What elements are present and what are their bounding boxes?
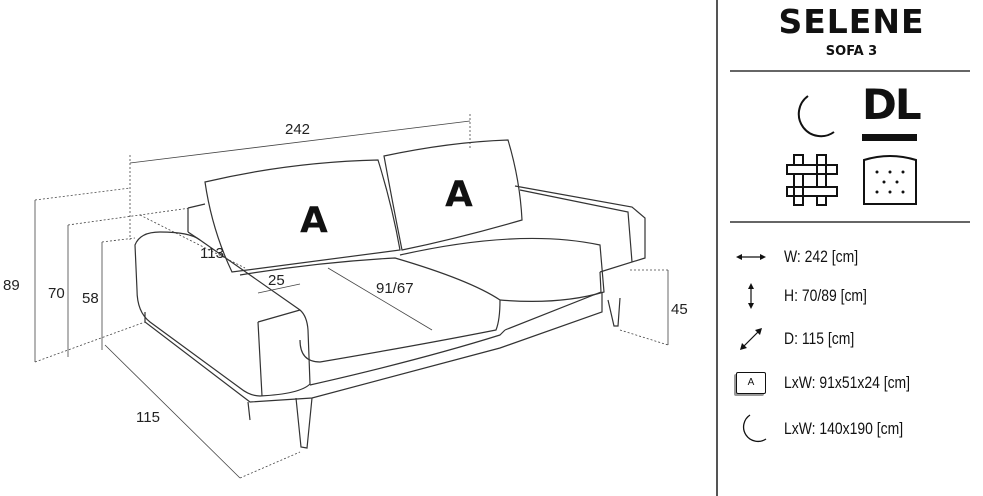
spec-depth: D: 115 [cm]: [718, 326, 983, 352]
spec-cushion: A LxW: 91x51x24 [cm]: [718, 370, 983, 396]
dim-seat-width: 91/67: [376, 280, 414, 297]
cushion-a-icon-label: A: [736, 372, 766, 394]
dim-arm-width: 25: [268, 272, 285, 289]
woven-frame-icon: [786, 154, 838, 206]
divider: [730, 221, 970, 223]
spec-depth-text: D: 115 [cm]: [784, 329, 855, 348]
leg-right: [607, 297, 621, 327]
spec-panel: SELENE SOFA 3 DL W: 242 [cm] H: 70/89 [c…: [716, 0, 983, 496]
moon-icon: [742, 414, 767, 443]
dim-height-seat: 58: [82, 290, 99, 307]
sleep-function-moon-icon: [797, 95, 835, 138]
cushion-label-right: A: [445, 174, 473, 215]
dim-width: 242: [285, 121, 310, 138]
dim-seat-depth: 113: [200, 245, 224, 262]
spec-bed-text: LxW: 140x190 [cm]: [784, 419, 904, 438]
seat-cushion-right: [399, 237, 605, 302]
left-arm: [134, 231, 311, 397]
product-subtitle: SOFA 3: [825, 44, 878, 59]
spec-width: W: 242 [cm]: [718, 244, 983, 270]
width-arrow-icon: [736, 254, 766, 260]
pocket-spring-seat-icon: [863, 155, 917, 205]
leg-front: [295, 397, 313, 449]
spec-cushion-text: LxW: 91x51x24 [cm]: [784, 373, 911, 392]
cushion-a-icon: A: [734, 370, 768, 396]
dim-leg-height: 45: [671, 301, 688, 318]
spec-height-text: H: 70/89 [cm]: [784, 286, 867, 305]
back-cushion-right: [383, 139, 523, 251]
height-arrow-icon: [748, 283, 754, 309]
dl-icon-underline: [862, 134, 917, 141]
divider: [730, 70, 970, 72]
dl-icon: DL: [862, 80, 922, 129]
dim-depth: 115: [136, 409, 160, 426]
right-arm: [504, 189, 633, 331]
spec-width-text: W: 242 [cm]: [784, 247, 859, 266]
spec-bed: LxW: 140x190 [cm]: [718, 414, 983, 443]
dim-height-back: 89: [3, 277, 20, 294]
product-name: SELENE: [778, 2, 925, 41]
spec-height: H: 70/89 [cm]: [718, 283, 983, 309]
cushion-label-left: A: [300, 200, 328, 241]
seat-cushion-left: [239, 257, 501, 363]
sofa-technical-drawing: 242 89 70 58 45 115 113 25 91/67 A A: [3, 114, 688, 479]
depth-arrow-icon: [740, 328, 762, 350]
dim-height-arm: 70: [48, 285, 65, 302]
